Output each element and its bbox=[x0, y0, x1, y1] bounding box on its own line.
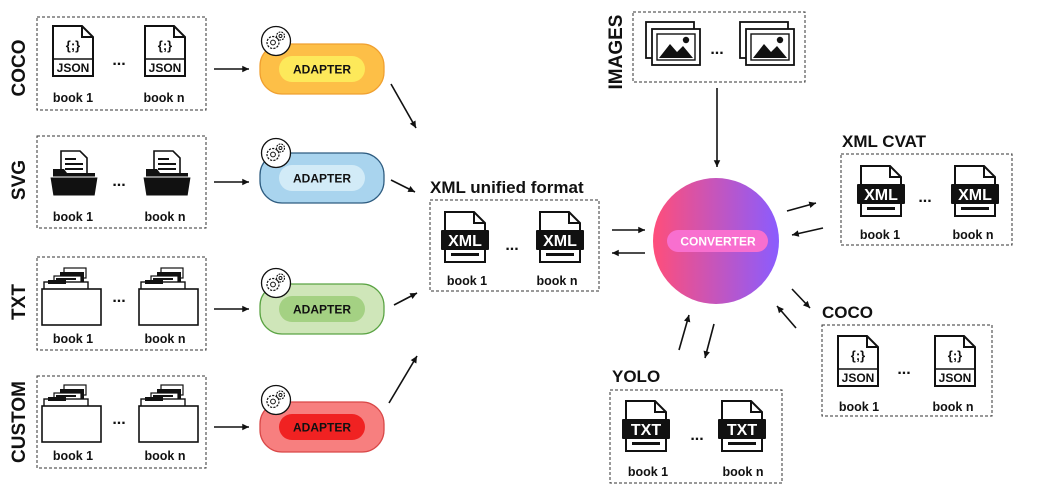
input-label-coco: COCO bbox=[9, 40, 30, 97]
svg-text:{;}: {;} bbox=[851, 348, 865, 363]
ellipsis: ... bbox=[112, 173, 125, 190]
arrow bbox=[388, 355, 418, 404]
adapter-custom: ADAPTER bbox=[259, 384, 385, 453]
arrow bbox=[791, 288, 811, 309]
book-label-last: book n bbox=[145, 210, 186, 224]
converter-node: CONVERTER bbox=[653, 178, 779, 304]
book-labels-layer: book 1 book n... book 1 book n... book 1 book… bbox=[53, 41, 994, 479]
arrow bbox=[612, 249, 645, 257]
svg-text:XML: XML bbox=[958, 187, 992, 204]
unified-format-title: XML unified format bbox=[430, 178, 584, 197]
arrow bbox=[214, 178, 249, 186]
svg-text:JSON: JSON bbox=[149, 61, 182, 75]
arrow bbox=[214, 305, 249, 313]
adapter-label: ADAPTER bbox=[293, 172, 351, 186]
converter-label: CONVERTER bbox=[680, 235, 756, 249]
json-file-icon: {;} JSON bbox=[934, 335, 976, 387]
book-label-last: book n bbox=[933, 400, 974, 414]
icons-layer: {;} JSON {;} JSON XML XML XML XML {;} JSON {;} JSON… bbox=[41, 21, 999, 452]
svg-text:XML: XML bbox=[448, 233, 482, 250]
output-title-yolo: YOLO bbox=[612, 367, 660, 386]
input-label-svg: SVG bbox=[9, 160, 30, 200]
json-file-icon: {;} JSON bbox=[837, 335, 879, 387]
svg-text:TXT: TXT bbox=[631, 422, 661, 439]
image-icon bbox=[739, 21, 795, 66]
ellipsis: ... bbox=[710, 41, 723, 58]
input-label-txt: TXT bbox=[9, 284, 30, 320]
gear-icon bbox=[260, 384, 292, 416]
arrow bbox=[678, 314, 691, 351]
book-label-last: book n bbox=[145, 332, 186, 346]
book-label-last: book n bbox=[723, 465, 764, 479]
arrow bbox=[776, 305, 797, 329]
book-label-last: book n bbox=[144, 91, 185, 105]
ellipsis: ... bbox=[690, 427, 703, 444]
image-icon bbox=[645, 21, 701, 66]
images-label: IMAGES bbox=[606, 15, 627, 90]
converter-pill bbox=[667, 230, 768, 252]
book-label-last: book n bbox=[145, 449, 186, 463]
book-label-first: book 1 bbox=[53, 210, 93, 224]
svg-text:TXT: TXT bbox=[727, 422, 757, 439]
ellipsis: ... bbox=[112, 289, 125, 306]
adapter-txt: ADAPTER bbox=[259, 267, 385, 335]
svg-text:JSON: JSON bbox=[842, 371, 875, 385]
txt-file-icon: TXT bbox=[718, 400, 766, 452]
arrows-layer bbox=[214, 65, 824, 431]
gear-icon bbox=[260, 25, 292, 57]
book-label-first: book 1 bbox=[447, 274, 487, 288]
svg-text:XML: XML bbox=[543, 233, 577, 250]
arrow bbox=[214, 423, 249, 431]
svg-text:JSON: JSON bbox=[57, 61, 90, 75]
adapter-label: ADAPTER bbox=[293, 303, 351, 317]
arrow bbox=[214, 65, 249, 73]
xml-file-icon: XML bbox=[441, 211, 489, 263]
ellipsis: ... bbox=[112, 411, 125, 428]
arrow bbox=[713, 88, 721, 167]
svg-text:{;}: {;} bbox=[948, 348, 962, 363]
adapter-label: ADAPTER bbox=[293, 421, 351, 435]
arrow bbox=[390, 179, 416, 193]
svg-text:XML: XML bbox=[864, 187, 898, 204]
book-label-last: book n bbox=[537, 274, 578, 288]
input-label-custom: CUSTOM bbox=[9, 381, 30, 463]
book-label-last: book n bbox=[953, 228, 994, 242]
gear-icon bbox=[260, 137, 292, 169]
book-label-first: book 1 bbox=[628, 465, 668, 479]
ellipsis: ... bbox=[918, 189, 931, 206]
arrow bbox=[703, 323, 715, 359]
arrow bbox=[612, 226, 645, 234]
ellipsis: ... bbox=[505, 237, 518, 254]
txt-file-icon: TXT bbox=[622, 400, 670, 452]
ellipsis: ... bbox=[897, 361, 910, 378]
xml-file-icon: XML bbox=[951, 165, 999, 217]
book-label-first: book 1 bbox=[860, 228, 900, 242]
ellipsis: ... bbox=[112, 52, 125, 69]
svg-text:JSON: JSON bbox=[939, 371, 972, 385]
arrow bbox=[393, 292, 418, 306]
gear-icon bbox=[260, 267, 292, 299]
json-file-icon: {;} JSON bbox=[144, 25, 186, 77]
adapters-layer: ADAPTER ADAPTER ADAPTER ADAPTER bbox=[259, 25, 385, 453]
arrow bbox=[390, 83, 417, 129]
xml-file-icon: XML bbox=[536, 211, 584, 263]
output-title-cvat: XML CVAT bbox=[842, 132, 927, 151]
book-label-first: book 1 bbox=[53, 91, 93, 105]
svg-text:{;}: {;} bbox=[66, 38, 80, 53]
book-label-first: book 1 bbox=[53, 332, 93, 346]
svg-text:{;}: {;} bbox=[158, 38, 172, 53]
book-label-first: book 1 bbox=[53, 449, 93, 463]
xml-file-icon: XML bbox=[857, 165, 905, 217]
arrow bbox=[786, 201, 817, 212]
adapter-coco: ADAPTER bbox=[259, 25, 385, 95]
output-title-coco: COCO bbox=[822, 303, 873, 322]
arrow bbox=[791, 227, 824, 237]
adapter-label: ADAPTER bbox=[293, 63, 351, 77]
adapter-svg: ADAPTER bbox=[259, 137, 385, 204]
json-file-icon: {;} JSON bbox=[52, 25, 94, 77]
book-label-first: book 1 bbox=[839, 400, 879, 414]
